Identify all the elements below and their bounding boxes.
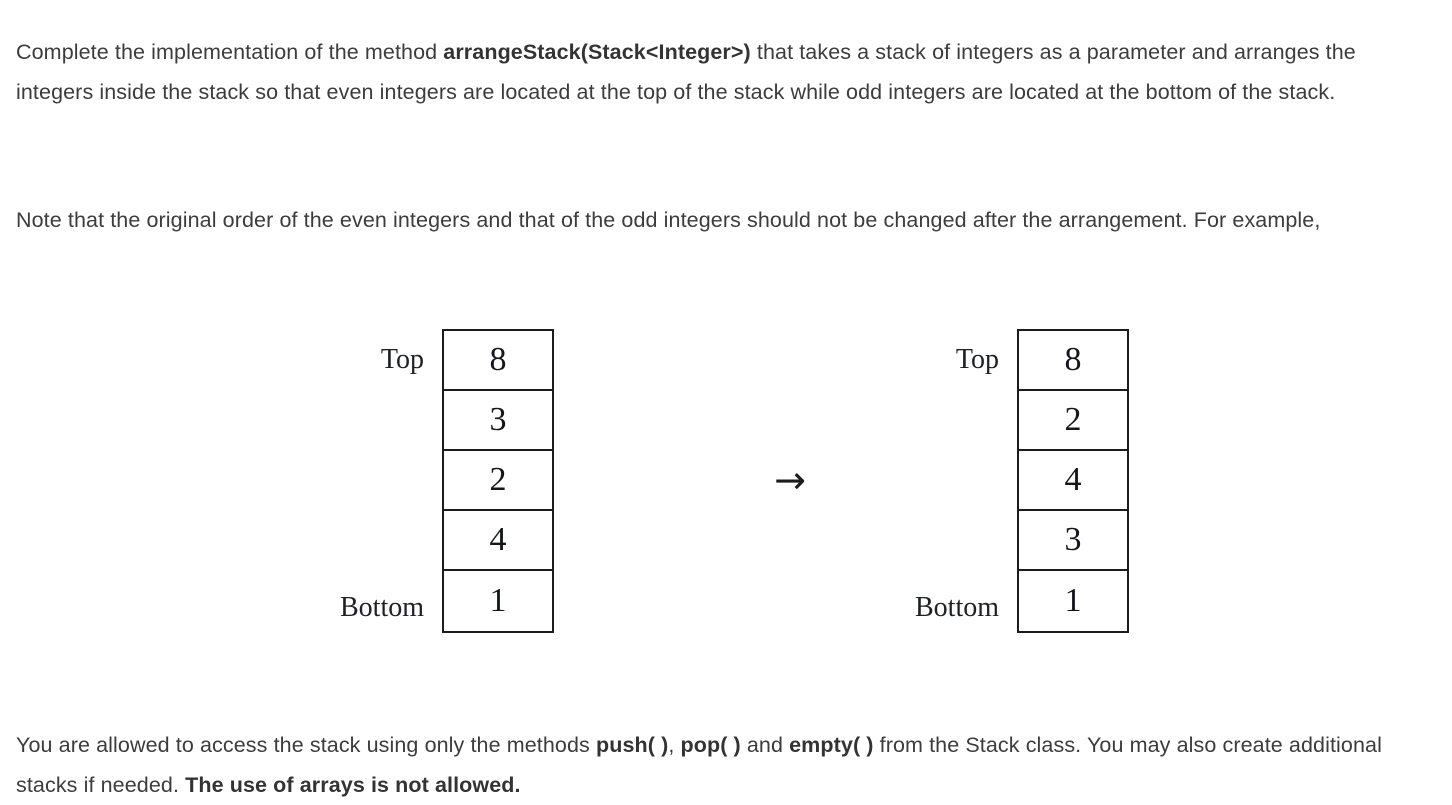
input-stack-cell: 4 bbox=[444, 511, 552, 571]
output-stack-cell: 1 bbox=[1064, 582, 1082, 619]
method-push: push( ) bbox=[595, 732, 669, 757]
input-stack-cell: 3 bbox=[444, 391, 552, 451]
input-stack-cell: 2 bbox=[444, 451, 552, 511]
output-stack-cell: 3 bbox=[1019, 511, 1127, 571]
intro-text-after: that takes a stack of integers as a para… bbox=[16, 39, 1356, 104]
rules-text-before: You are allowed to access the stack usin… bbox=[16, 732, 596, 757]
output-stack-labels: Top Bottom bbox=[875, 329, 999, 640]
output-stack-group: Top Bottom 8 2 4 3 1 bbox=[875, 329, 1129, 640]
input-stack-labels: Top Bottom bbox=[300, 329, 424, 640]
output-stack-cell: 4 bbox=[1019, 451, 1127, 511]
method-signature: arrangeStack(Stack<Integer>) bbox=[443, 39, 751, 64]
paragraph-rules: You are allowed to access the stack usin… bbox=[16, 725, 1428, 805]
right-arrow-icon: → bbox=[774, 458, 806, 502]
output-stack-cell: 2 bbox=[1019, 391, 1127, 451]
method-pop: pop( ) bbox=[680, 732, 741, 757]
paragraph-note: Note that the original order of the even… bbox=[16, 200, 1428, 240]
output-stack-cell: 8 bbox=[1019, 331, 1127, 391]
stack-example-diagram: Top Bottom 8 3 2 4 1 → Top Bottom 8 2 bbox=[0, 300, 1452, 660]
intro-text-before: Complete the implementation of the metho… bbox=[16, 39, 444, 64]
input-stack-group: Top Bottom 8 3 2 4 1 bbox=[300, 329, 554, 640]
input-stack-bottom-label: Bottom bbox=[339, 592, 424, 623]
output-stack-box: 8 2 4 3 1 bbox=[1017, 329, 1129, 633]
input-stack-top-label: Top bbox=[380, 344, 424, 375]
output-stack-bottom-label: Bottom bbox=[914, 592, 999, 623]
input-stack-cell: 8 bbox=[444, 331, 552, 391]
output-stack-top-label: Top bbox=[955, 344, 999, 375]
input-stack-box: 8 3 2 4 1 bbox=[442, 329, 554, 633]
input-stack-cell: 1 bbox=[489, 582, 507, 619]
rules-emphasis: The use of arrays is not allowed. bbox=[185, 772, 521, 797]
rules-separator-1: , bbox=[668, 732, 681, 757]
transform-arrow: → bbox=[755, 460, 825, 500]
rules-separator-2: and bbox=[740, 732, 790, 757]
method-empty: empty( ) bbox=[789, 732, 874, 757]
paragraph-intro: Complete the implementation of the metho… bbox=[16, 32, 1428, 112]
note-text: Note that the original order of the even… bbox=[16, 207, 1321, 232]
